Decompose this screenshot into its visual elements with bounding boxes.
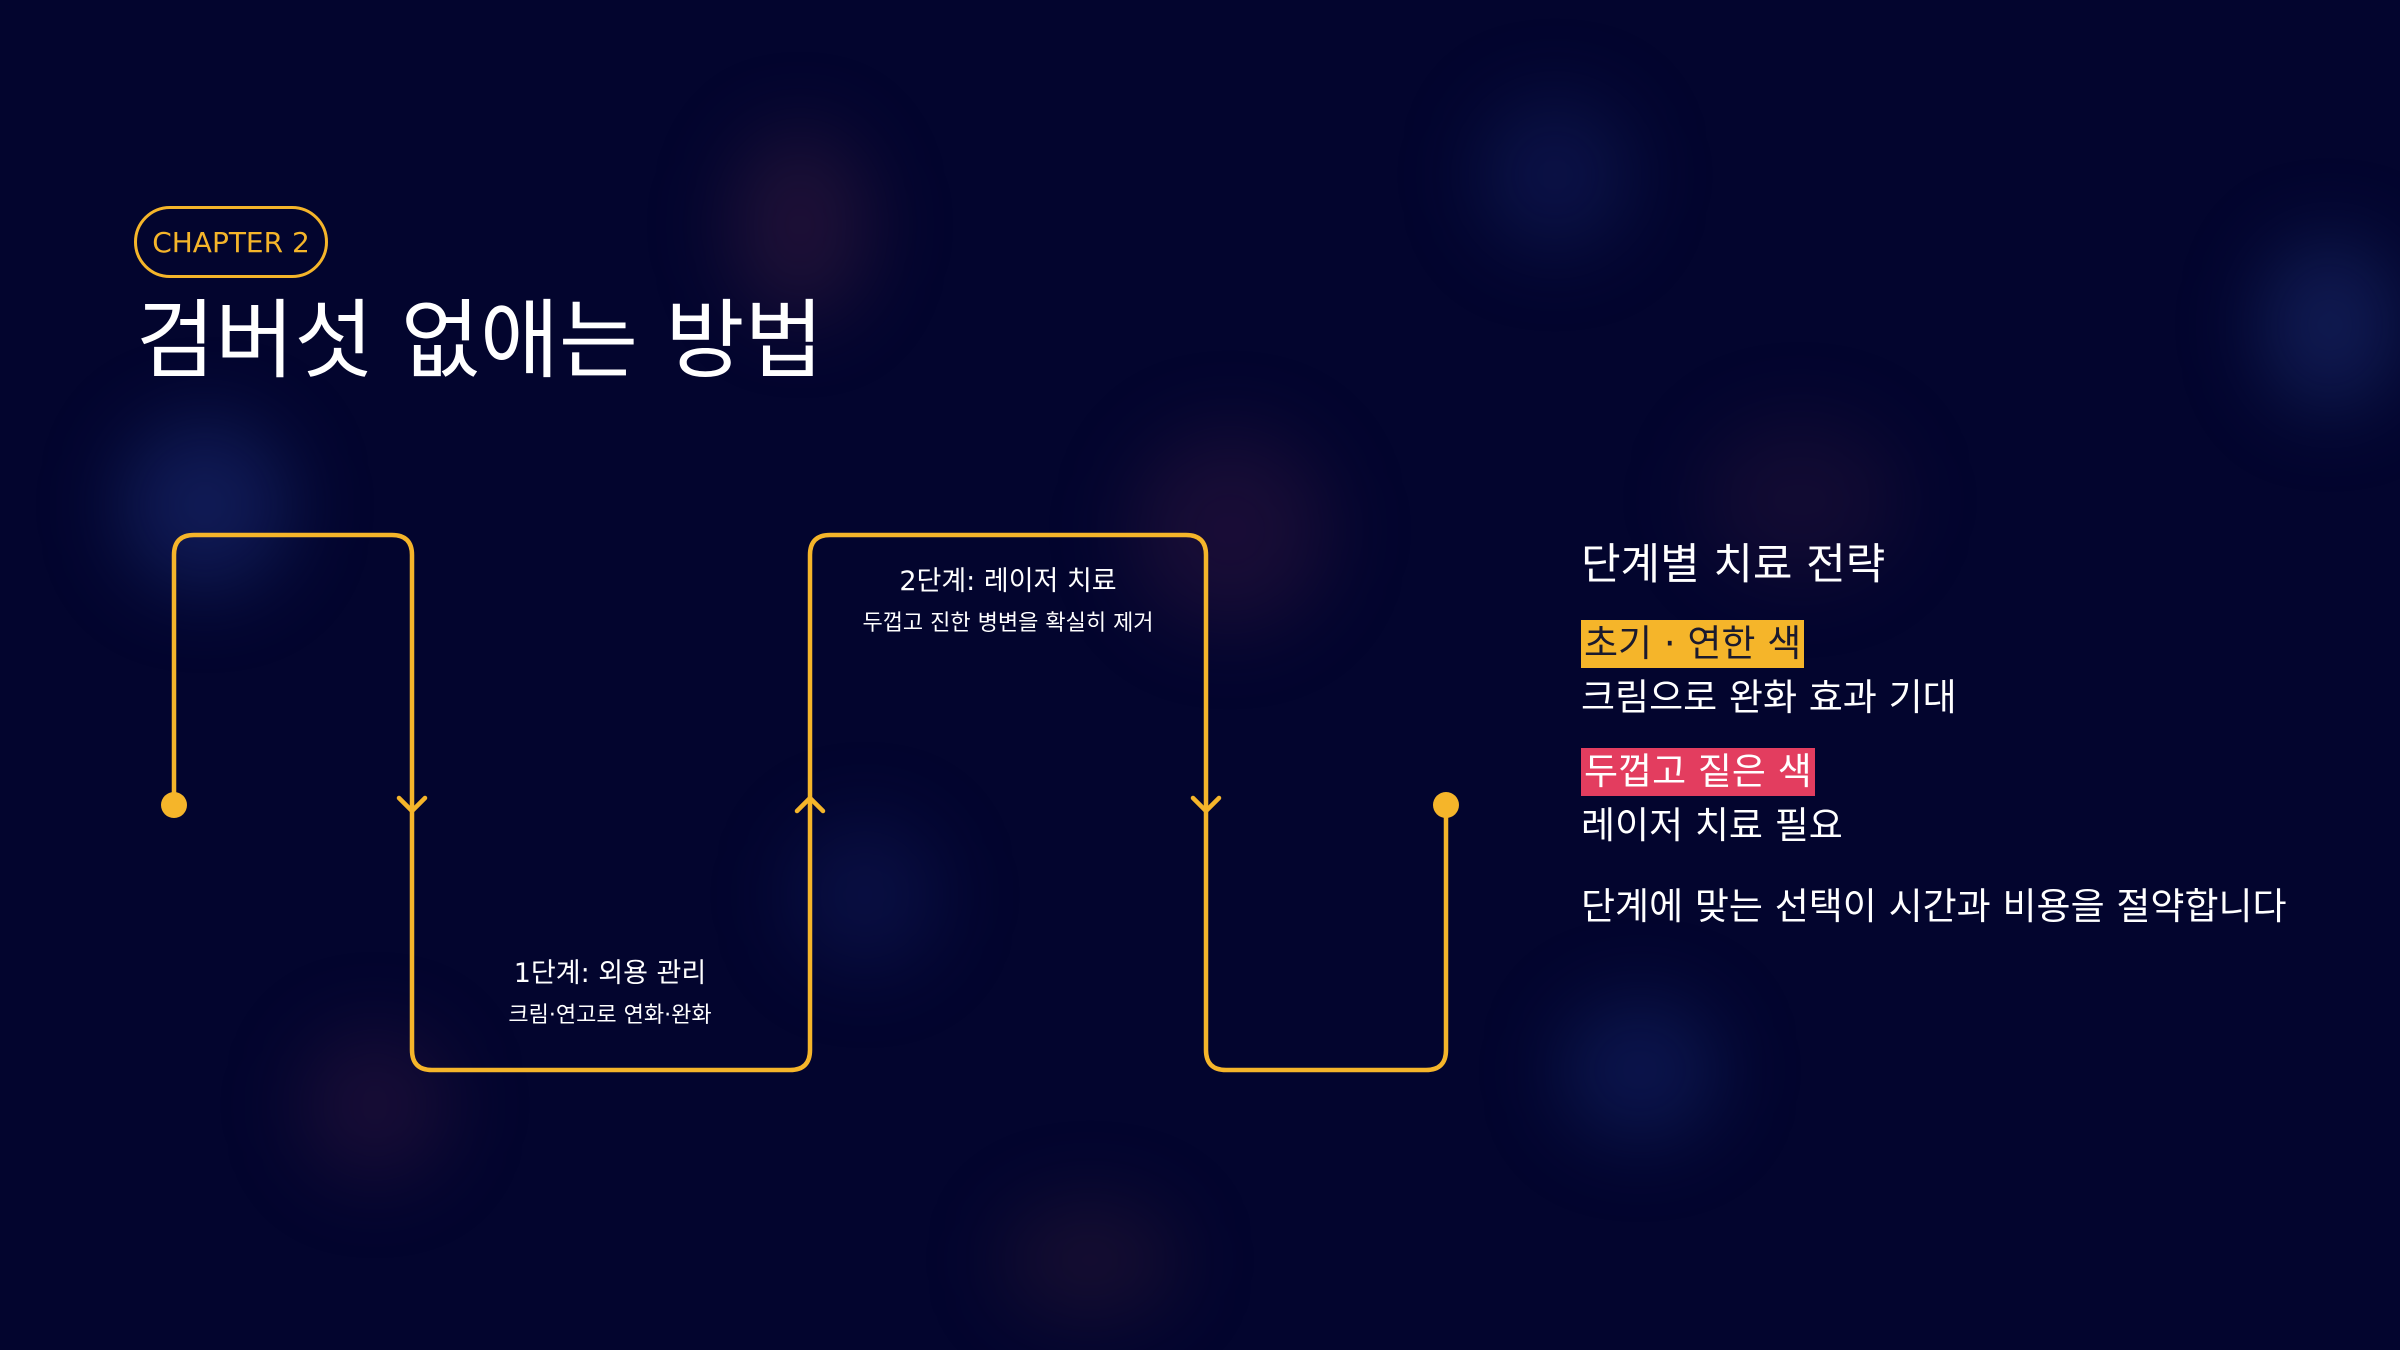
step-1-description: 크림·연고로 연화·완화 xyxy=(508,1003,712,1028)
early-stage-tag: 초기 · 연한 색 xyxy=(1581,620,1805,668)
summary-note: 단계에 맞는 선택이 시간과 비용을 절약합니다 xyxy=(1581,885,2287,928)
strategy-panel: 단계별 치료 전략 초기 · 연한 색 크림으로 완화 효과 기대 두껍고 짙은… xyxy=(1581,530,2301,938)
arrow-down-icon xyxy=(1190,795,1222,814)
thick-stage-tag: 두껍고 짙은 색 xyxy=(1581,748,1815,796)
step-1-title: 1단계: 외용 관리 xyxy=(513,958,707,989)
path-start-dot xyxy=(161,792,187,818)
path-end-dot xyxy=(1433,792,1459,818)
early-stage-text: 크림으로 완화 효과 기대 xyxy=(1581,676,1957,719)
step-2-description: 두껍고 진한 병변을 확실히 제거 xyxy=(862,611,1154,636)
step-path-line xyxy=(171,532,1449,1073)
thick-stage-text: 레이저 치료 필요 xyxy=(1581,804,1843,847)
arrow-down-icon xyxy=(396,795,428,814)
step-2-label: 2단계: 레이저 치료 두껍고 진한 병변을 확실히 제거 xyxy=(860,563,1156,639)
step-2-title: 2단계: 레이저 치료 xyxy=(899,566,1117,597)
step-1-label: 1단계: 외용 관리 크림·연고로 연화·완화 xyxy=(460,955,760,1031)
strategy-heading: 단계별 치료 전략 xyxy=(1581,540,1886,590)
chapter-badge: CHAPTER 2 xyxy=(134,206,328,278)
arrow-up-icon xyxy=(794,795,826,814)
page-title: 검버섯 없애는 방법 xyxy=(136,291,824,391)
